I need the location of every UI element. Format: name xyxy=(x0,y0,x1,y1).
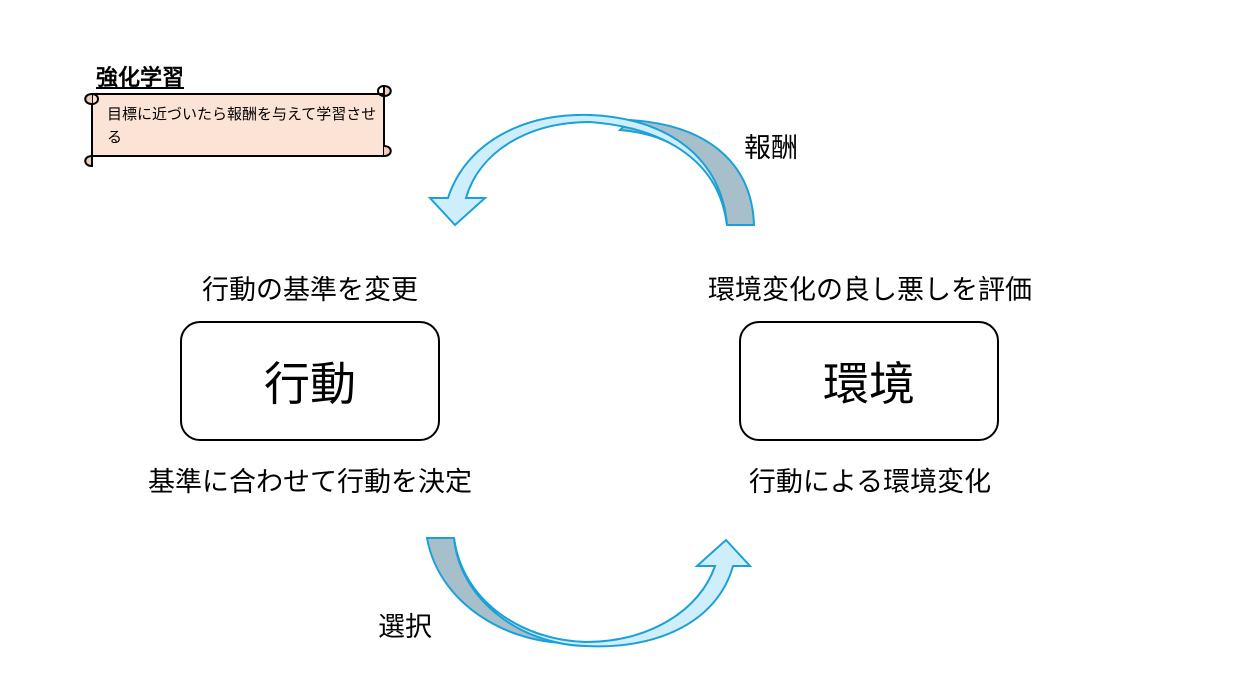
environment-top-caption: 環境変化の良し悪しを評価 xyxy=(708,275,1032,306)
select-label: 選択 xyxy=(378,612,432,643)
reward-arrow-dark-part xyxy=(617,118,756,226)
select-arrow-dark-part xyxy=(425,537,586,644)
reward-label: 報酬 xyxy=(744,133,798,164)
environment-bottom-caption: 行動による環境変化 xyxy=(748,467,992,498)
action-box-label: 行動 xyxy=(264,357,356,411)
diagram-title: 強化学習 xyxy=(96,66,185,91)
action-box: 行動 xyxy=(180,321,440,441)
scroll-note-shape xyxy=(84,84,392,168)
action-bottom-caption: 基準に合わせて行動を決定 xyxy=(148,467,472,498)
environment-box: 環境 xyxy=(739,321,999,441)
note-text: 目標に近づいたら報酬を与えて学習させる xyxy=(107,105,377,146)
action-top-caption: 行動の基準を変更 xyxy=(202,275,418,306)
environment-box-label: 環境 xyxy=(823,357,915,411)
select-arrow xyxy=(453,537,753,648)
reward-arrow xyxy=(427,113,728,227)
